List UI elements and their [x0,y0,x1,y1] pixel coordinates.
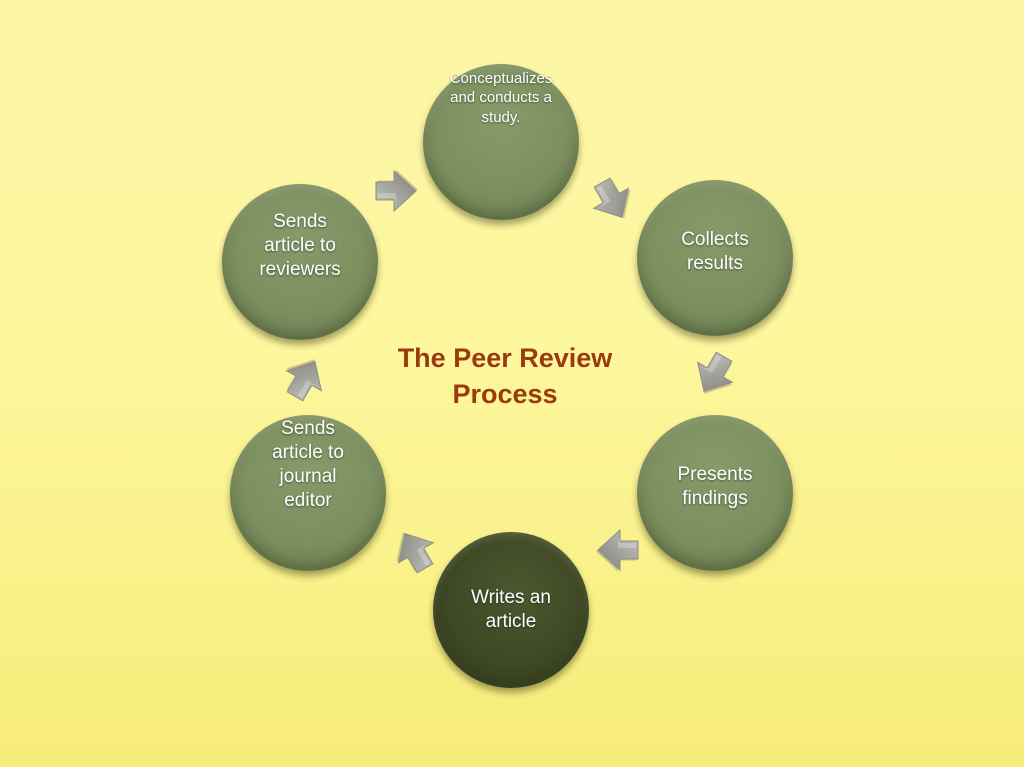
arrow-down-icon [372,167,420,215]
step-5-line-1: Sends [281,417,335,439]
arrow-down-icon [594,526,642,574]
step-writes-article: Writes an article [433,532,589,688]
step-6-line-2: article to [264,234,336,256]
step-3-line-1: Presents [677,463,753,485]
step-2-line-1: Collects [681,228,749,250]
step-6-line-1: Sends [273,210,327,232]
arrow-down-icon [579,167,645,233]
step-6-line-3: reviewers [259,259,341,281]
step-4-line-2: article [485,611,537,632]
step-1-line-2: and conducts a [450,89,552,107]
step-1-line-1: Conceptualizes [449,69,553,87]
arrow-down-icon [681,341,747,407]
arrow-down-icon [382,518,448,584]
step-1-line-3: study. [481,108,521,126]
step-3-line-2: findings [682,488,748,509]
step-5-line-3: journal [279,466,337,487]
step-sends-to-reviewers: Sends article to reviewers [222,184,378,340]
step-4-line-1: Writes an [471,586,551,608]
step-5-line-4: editor [284,490,332,512]
step-conceptualizes-study: Conceptualizes and conducts a study. [423,64,579,220]
step-2-line-2: results [687,253,743,274]
step-collects-results: Collects results [637,180,793,336]
step-presents-findings: Presents findings [637,415,793,571]
arrow-down-icon [272,346,338,412]
step-5-line-2: article to [272,441,344,463]
step-sends-to-editor: Sends article to journal editor [230,415,386,571]
diagram-title: The Peer Review Process [397,343,613,409]
